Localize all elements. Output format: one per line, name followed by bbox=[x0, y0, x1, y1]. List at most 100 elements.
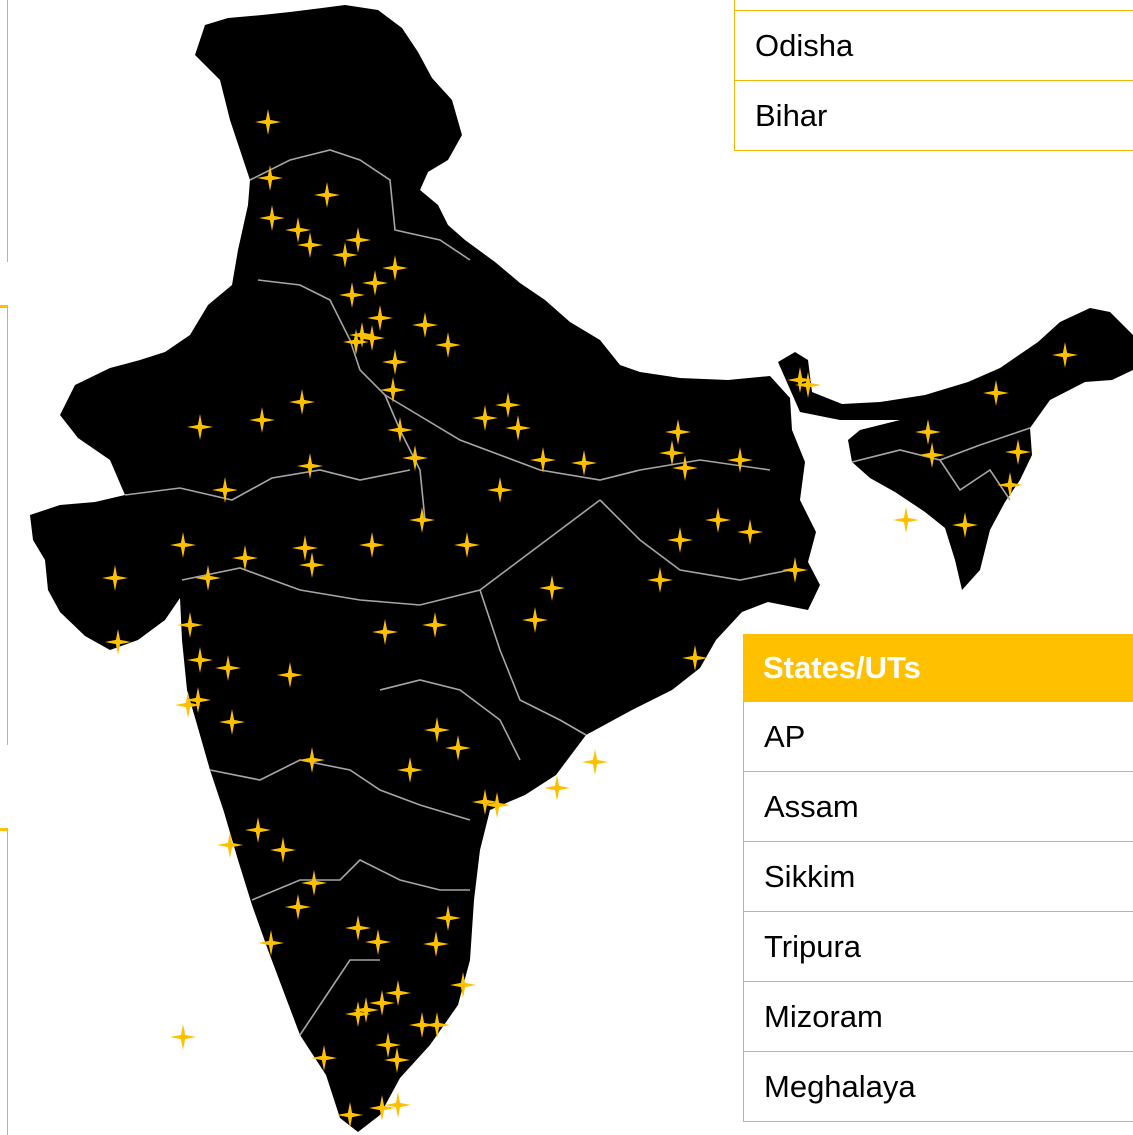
four-point-star-icon bbox=[672, 455, 698, 481]
four-point-star-icon bbox=[522, 607, 548, 633]
four-point-star-icon bbox=[212, 477, 238, 503]
four-point-star-icon bbox=[359, 532, 385, 558]
four-point-star-icon bbox=[409, 507, 435, 533]
four-point-star-icon bbox=[365, 929, 391, 955]
states-table-right: States/UTs AP Assam Sikkim Tripura Mizor… bbox=[743, 634, 1133, 1122]
four-point-star-icon bbox=[487, 477, 513, 503]
four-point-star-icon bbox=[539, 575, 565, 601]
four-point-star-icon bbox=[299, 747, 325, 773]
four-point-star-icon bbox=[217, 832, 243, 858]
four-point-star-icon bbox=[170, 1024, 196, 1050]
four-point-star-icon bbox=[647, 567, 673, 593]
four-point-star-icon bbox=[472, 789, 498, 815]
four-point-star-icon bbox=[277, 662, 303, 688]
four-point-star-icon bbox=[219, 709, 245, 735]
four-point-star-icon bbox=[297, 232, 323, 258]
four-point-star-icon bbox=[385, 980, 411, 1006]
four-point-star-icon bbox=[544, 775, 570, 801]
four-point-star-icon bbox=[367, 305, 393, 331]
four-point-star-icon bbox=[362, 270, 388, 296]
four-point-star-icon bbox=[495, 392, 521, 418]
four-point-star-icon bbox=[337, 1102, 363, 1128]
four-point-star-icon bbox=[422, 612, 448, 638]
four-point-star-icon bbox=[382, 349, 408, 375]
four-point-star-icon bbox=[571, 450, 597, 476]
states-table-top: Odisha Bihar bbox=[734, 0, 1133, 151]
four-point-star-icon bbox=[727, 447, 753, 473]
four-point-star-icon bbox=[195, 565, 221, 591]
marker-layer bbox=[102, 109, 1078, 1128]
four-point-star-icon bbox=[893, 507, 919, 533]
four-point-star-icon bbox=[1052, 342, 1078, 368]
left-table-fragment-bottom bbox=[0, 828, 8, 1135]
four-point-star-icon bbox=[915, 419, 941, 445]
four-point-star-icon bbox=[259, 205, 285, 231]
four-point-star-icon bbox=[450, 972, 476, 998]
four-point-star-icon bbox=[170, 532, 196, 558]
four-point-star-icon bbox=[372, 619, 398, 645]
left-table-fragment-mid bbox=[0, 305, 8, 745]
table-row: Odisha bbox=[734, 11, 1133, 81]
four-point-star-icon bbox=[435, 332, 461, 358]
four-point-star-icon bbox=[257, 165, 283, 191]
four-point-star-icon bbox=[185, 687, 211, 713]
four-point-star-icon bbox=[919, 442, 945, 468]
four-point-star-icon bbox=[667, 527, 693, 553]
four-point-star-icon bbox=[187, 647, 213, 673]
table-row: Assam bbox=[743, 772, 1133, 842]
four-point-star-icon bbox=[285, 894, 311, 920]
four-point-star-icon bbox=[349, 322, 375, 348]
four-point-star-icon bbox=[311, 1045, 337, 1071]
northeast-landmass bbox=[778, 308, 1133, 590]
four-point-star-icon bbox=[682, 645, 708, 671]
four-point-star-icon bbox=[782, 557, 808, 583]
four-point-star-icon bbox=[215, 655, 241, 681]
left-table-fragment-top bbox=[0, 0, 8, 262]
four-point-star-icon bbox=[177, 612, 203, 638]
four-point-star-icon bbox=[983, 380, 1009, 406]
four-point-star-icon bbox=[258, 930, 284, 956]
four-point-star-icon bbox=[105, 629, 131, 655]
four-point-star-icon bbox=[175, 692, 201, 718]
four-point-star-icon bbox=[299, 552, 325, 578]
four-point-star-icon bbox=[787, 367, 813, 393]
four-point-star-icon bbox=[332, 242, 358, 268]
four-point-star-icon bbox=[285, 217, 311, 243]
four-point-star-icon bbox=[345, 1001, 371, 1027]
four-point-star-icon bbox=[382, 255, 408, 281]
four-point-star-icon bbox=[245, 817, 271, 843]
four-point-star-icon bbox=[530, 447, 556, 473]
table-row: Tripura bbox=[743, 912, 1133, 982]
four-point-star-icon bbox=[505, 415, 531, 441]
four-point-star-icon bbox=[353, 997, 379, 1023]
four-point-star-icon bbox=[345, 227, 371, 253]
table-row: Meghalaya bbox=[743, 1052, 1133, 1122]
four-point-star-icon bbox=[424, 1012, 450, 1038]
four-point-star-icon bbox=[409, 1012, 435, 1038]
four-point-star-icon bbox=[255, 109, 281, 135]
four-point-star-icon bbox=[659, 440, 685, 466]
four-point-star-icon bbox=[314, 182, 340, 208]
four-point-star-icon bbox=[387, 417, 413, 443]
table-row: AP bbox=[743, 702, 1133, 772]
four-point-star-icon bbox=[412, 312, 438, 338]
four-point-star-icon bbox=[397, 757, 423, 783]
four-point-star-icon bbox=[232, 545, 258, 571]
four-point-star-icon bbox=[385, 1092, 411, 1118]
four-point-star-icon bbox=[484, 792, 510, 818]
four-point-star-icon bbox=[402, 445, 428, 471]
table-top-cap bbox=[734, 0, 1133, 11]
four-point-star-icon bbox=[423, 931, 449, 957]
four-point-star-icon bbox=[292, 535, 318, 561]
four-point-star-icon bbox=[454, 532, 480, 558]
four-point-star-icon bbox=[665, 419, 691, 445]
four-point-star-icon bbox=[737, 519, 763, 545]
four-point-star-icon bbox=[301, 870, 327, 896]
table-header: States/UTs bbox=[743, 634, 1133, 702]
four-point-star-icon bbox=[997, 472, 1023, 498]
table-row: Bihar bbox=[734, 81, 1133, 151]
four-point-star-icon bbox=[343, 329, 369, 355]
four-point-star-icon bbox=[375, 1032, 401, 1058]
